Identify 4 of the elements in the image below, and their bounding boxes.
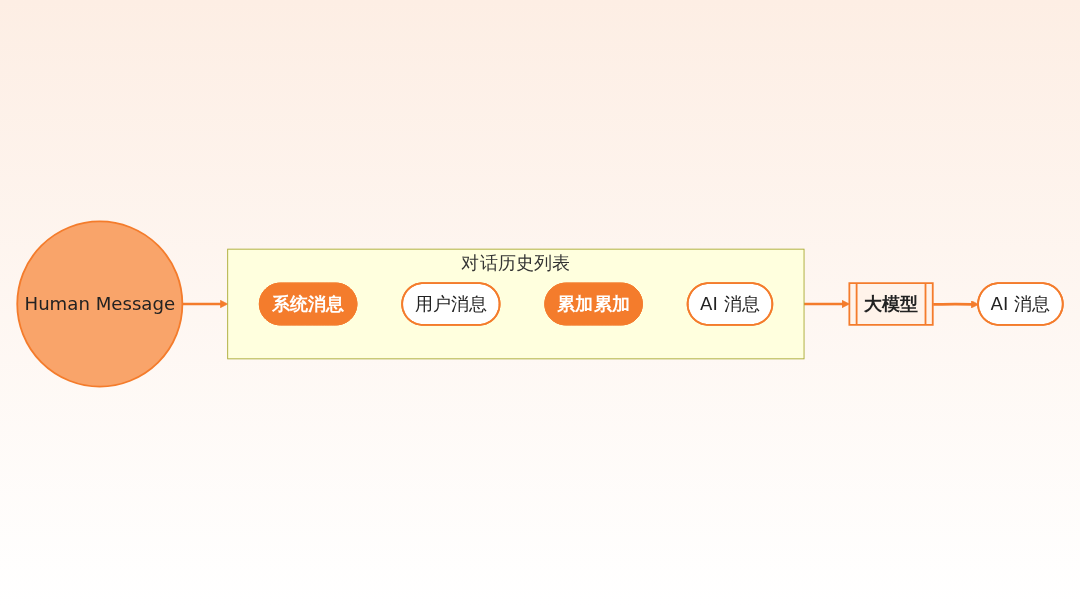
arrow xyxy=(933,299,979,308)
arrow xyxy=(182,299,229,308)
node-circle: Human Message xyxy=(16,220,184,387)
arrow xyxy=(804,299,850,308)
